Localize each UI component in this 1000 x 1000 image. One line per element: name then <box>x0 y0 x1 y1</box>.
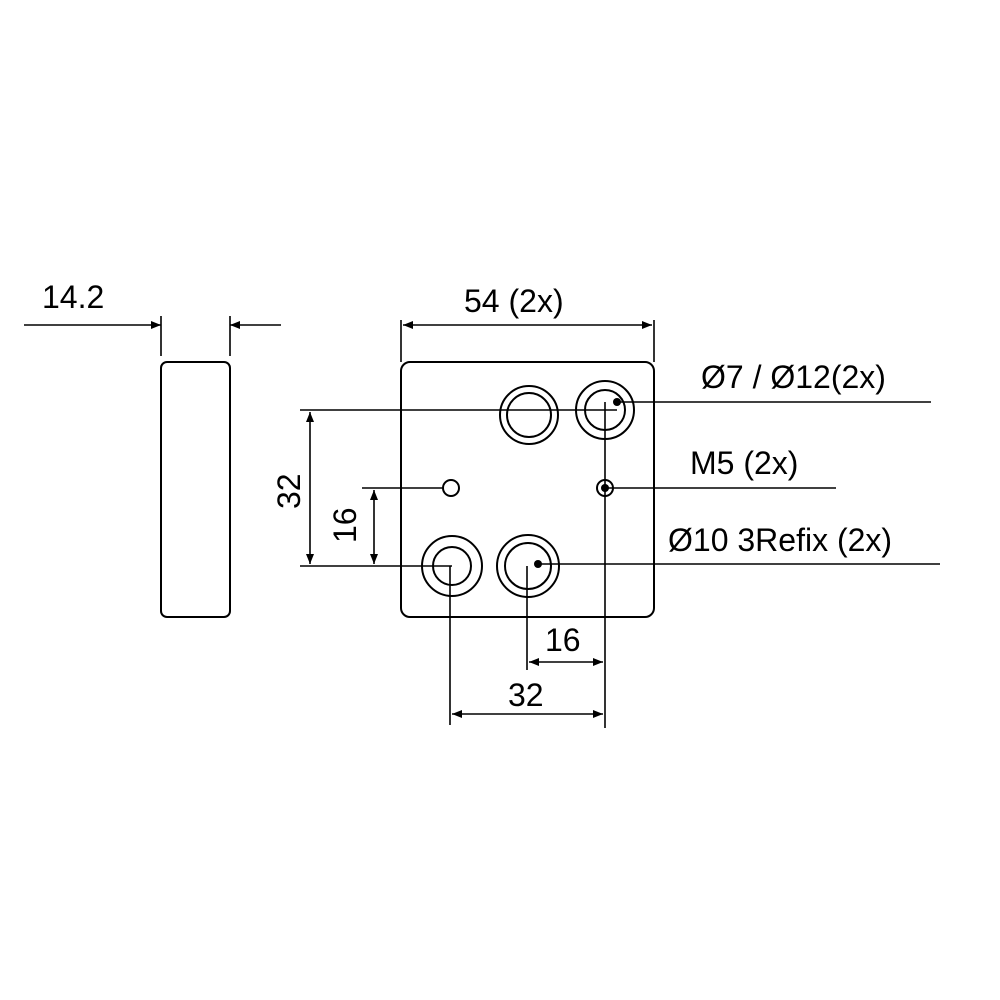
refix-hole-outer <box>496 534 560 598</box>
refix-leader-dot <box>534 560 542 568</box>
counterbore-hole-outer <box>499 385 559 445</box>
counterbore-callout: Ø7 / Ø12(2x) <box>701 359 886 395</box>
refix-hole-inner <box>504 542 552 590</box>
side-thickness-label: 14.2 <box>42 279 104 315</box>
counterbore-leader-dot <box>613 398 621 406</box>
thread-callout: M5 (2x) <box>690 445 798 481</box>
counterbore-hole-inner <box>506 392 552 438</box>
front-view: 54 (2x) Ø7 / Ø12(2x) M5 (2x) Ø10 3Refix … <box>271 283 940 728</box>
side-view-body <box>160 361 231 618</box>
refix-callout: Ø10 3Refix (2x) <box>668 522 892 558</box>
vertical-inner-label: 16 <box>327 507 363 543</box>
bottom-inner-label: 16 <box>545 622 581 658</box>
width-dimension-label: 54 (2x) <box>464 283 564 319</box>
side-view: 14.2 <box>24 279 281 618</box>
vertical-outer-label: 32 <box>271 473 307 509</box>
bottom-outer-label: 32 <box>508 677 544 713</box>
